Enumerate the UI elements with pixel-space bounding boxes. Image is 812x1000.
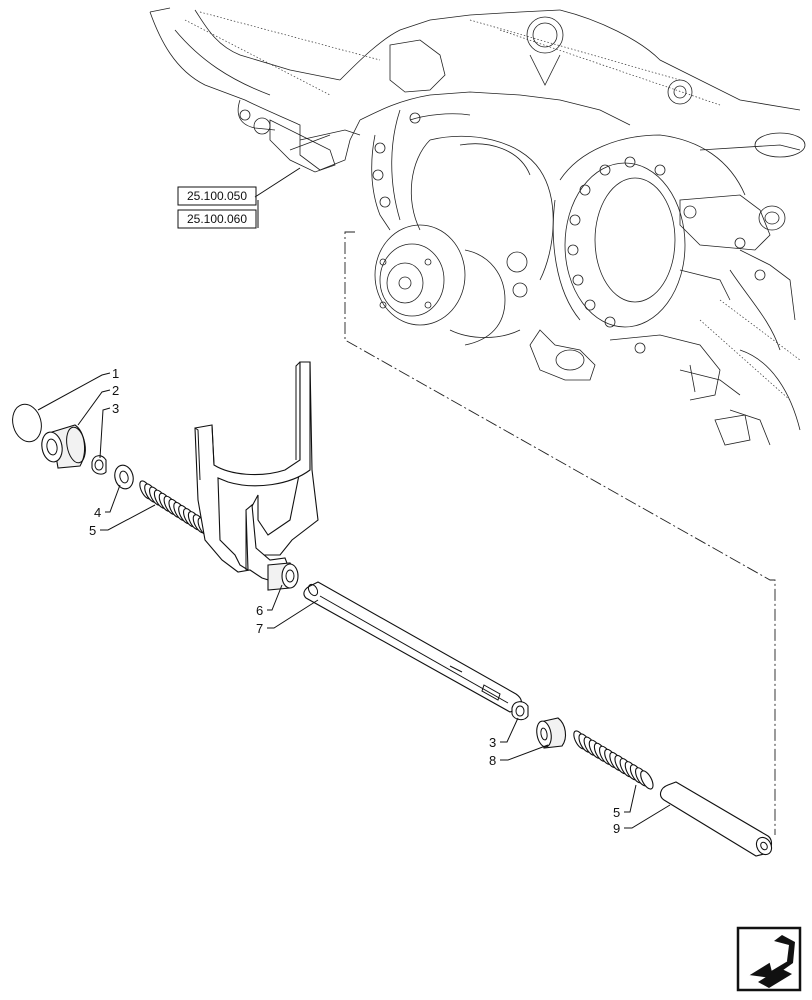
reference-group: 25.100.050 25.100.060 [177, 167, 301, 229]
shift-fork [194, 361, 319, 583]
callout-2[interactable]: 2 [112, 383, 119, 398]
part-7-shift-rod [303, 581, 523, 713]
part-5-spring-lower [573, 730, 654, 790]
leader-lines [37, 372, 671, 829]
part-3-clip-lower [511, 701, 529, 721]
callout-1[interactable]: 1 [112, 366, 119, 381]
part-9-plunger [659, 781, 773, 857]
arrow-box-icon[interactable] [736, 926, 802, 992]
callout-5-upper[interactable]: 5 [89, 523, 96, 538]
assembly-boundary-line [344, 231, 776, 835]
callout-4[interactable]: 4 [94, 505, 101, 520]
spring-coil [640, 770, 654, 790]
part-8-bushing [536, 717, 567, 749]
callout-3-upper[interactable]: 3 [112, 401, 119, 416]
part-5-spring-upper [139, 480, 216, 540]
part-2-bushing [41, 424, 86, 469]
callout-8[interactable]: 8 [489, 753, 496, 768]
callout-labels: 1 2 3 4 5 6 7 3 8 5 9 [89, 366, 620, 836]
callout-6[interactable]: 6 [256, 603, 263, 618]
callout-7[interactable]: 7 [256, 621, 263, 636]
callout-3-lower[interactable]: 3 [489, 735, 496, 750]
part-3-clip-upper [91, 455, 107, 475]
callout-9[interactable]: 9 [613, 821, 620, 836]
reference-code-1[interactable]: 25.100.050 [187, 189, 247, 203]
part-4-washer [114, 464, 134, 490]
transmission-housing [149, 7, 806, 446]
reference-code-2[interactable]: 25.100.060 [187, 212, 247, 226]
part-6-sleeve [267, 562, 299, 591]
reference-box-2[interactable] [177, 209, 257, 229]
reference-box-1[interactable] [177, 186, 257, 206]
part-1-snap-ring [12, 403, 42, 443]
callout-5-lower[interactable]: 5 [613, 805, 620, 820]
